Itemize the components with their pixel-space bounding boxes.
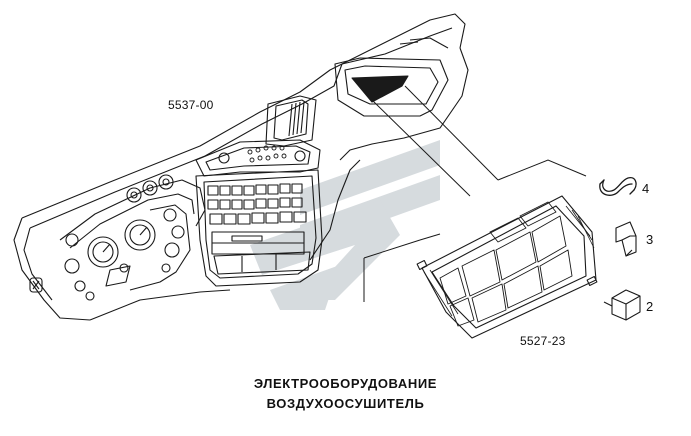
clip-part-3 (615, 221, 637, 257)
wire-part-4 (599, 177, 637, 196)
callout-4: 4 (642, 181, 650, 196)
diagram-title-line-2: ВОЗДУХООСУШИТЕЛЬ (266, 396, 425, 411)
callout-3: 3 (646, 232, 654, 247)
leader-lines (363, 85, 587, 302)
switch-row-3 (209, 211, 307, 225)
switch-row-1 (207, 183, 303, 196)
fuse-block-part-number: 5527-23 (520, 334, 566, 348)
diagram-title-line-1: ЭЛЕКТРООБОРУДОВАНИЕ (253, 376, 438, 391)
console-knobs (247, 145, 287, 163)
fuse-block-slots (423, 205, 595, 317)
callout-2: 2 (646, 299, 654, 314)
fuse-block-cells (439, 201, 573, 327)
switch-row-2 (207, 197, 303, 210)
upper-vent-slats (288, 101, 305, 137)
relay-part-2 (603, 289, 641, 321)
dashboard-part-number: 5537-00 (168, 98, 214, 112)
fuse-block (416, 195, 598, 339)
watermark-logo (250, 140, 440, 310)
dashboard-assembly (13, 13, 469, 321)
